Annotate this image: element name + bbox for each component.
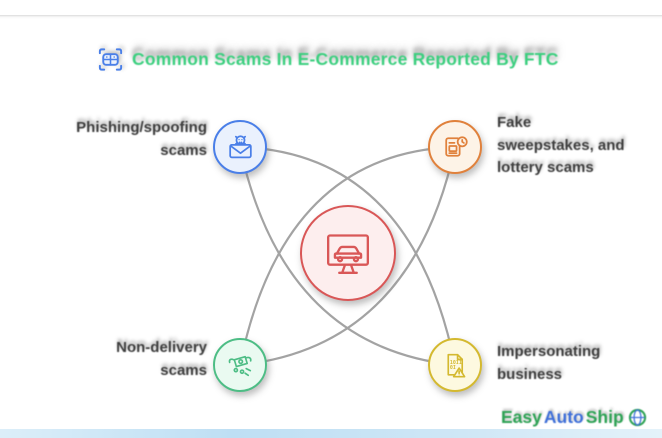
logo-text-easy: Easy: [501, 406, 542, 427]
logo-text-ship: Ship: [585, 406, 624, 427]
node-non-delivery: [213, 338, 267, 392]
face-scan-icon: [96, 45, 125, 74]
node-impersonating: 10II 0I: [428, 338, 482, 392]
top-divider: [0, 15, 662, 19]
label-line: Fake: [497, 114, 532, 131]
label-non-delivery: Non-delivery scams: [28, 337, 207, 382]
label-line: business: [497, 365, 563, 383]
globe-icon: [628, 408, 647, 427]
fake-news-clock-icon: [440, 132, 471, 163]
label-line: sweepstakes, and: [497, 136, 625, 154]
node-online-car-shopping: [300, 205, 396, 301]
svg-text:0I: 0I: [449, 365, 455, 371]
title-row: Common Scams In E-Commerce Reported By F…: [96, 42, 576, 76]
label-line: Impersonating: [497, 343, 601, 360]
label-line: Phishing/spoofing: [76, 119, 207, 136]
label-line: scams: [160, 361, 207, 379]
phishing-email-icon: [225, 132, 256, 163]
bottom-accent-bar: [0, 429, 662, 438]
money-wings-icon: [225, 350, 256, 381]
label-line: scams: [160, 141, 207, 159]
logo-text-auto: Auto: [543, 406, 584, 427]
online-car-shopping-icon: [320, 225, 376, 281]
label-phishing: Phishing/spoofing scams: [28, 117, 207, 162]
easyautoship-logo: Easy Auto Ship: [501, 405, 647, 429]
label-line: Non-delivery: [116, 339, 207, 356]
data-fraud-warning-icon: 10II 0I: [440, 350, 471, 381]
label-impersonating: Impersonating business: [497, 341, 657, 386]
label-line: lottery scams: [497, 159, 594, 176]
node-phishing: [213, 120, 267, 174]
node-fake-sweepstakes: [428, 120, 482, 174]
page-title: Common Scams In E-Commerce Reported By F…: [132, 48, 559, 69]
label-fake-sweepstakes: Fake sweepstakes, and lottery scams: [497, 112, 657, 180]
